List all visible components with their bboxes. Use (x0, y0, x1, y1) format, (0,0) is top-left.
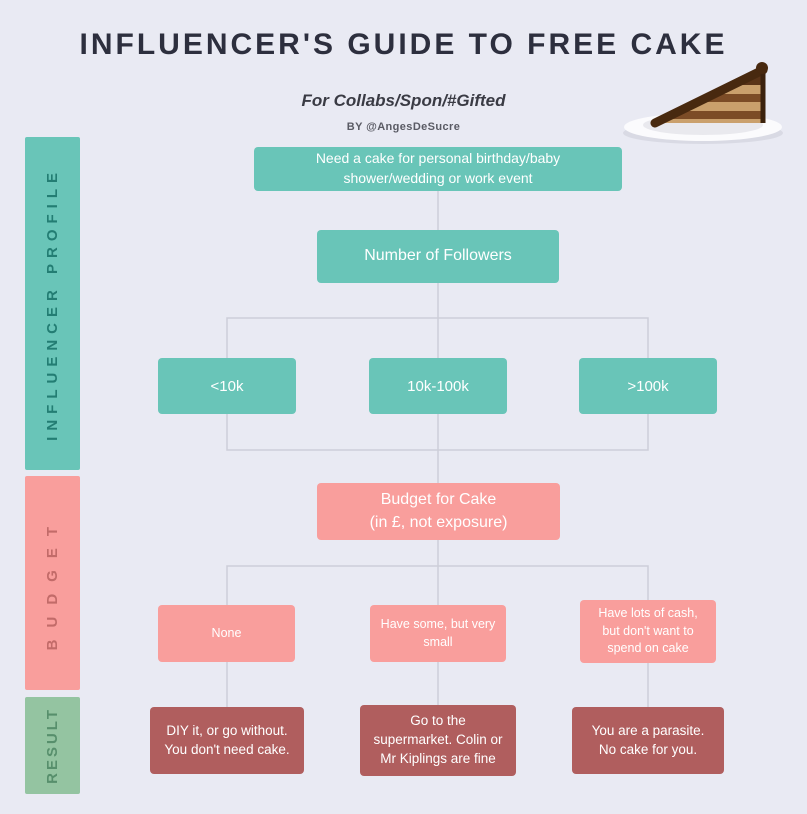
flow-node-budget-question-line2: (in £, not exposure) (369, 513, 508, 531)
sidebar-result-label: Result (44, 707, 61, 784)
sidebar-result: Result (25, 697, 80, 794)
flow-node-budget-small: Have some, but very small (370, 605, 506, 662)
flow-node-followers-lt10k-text: <10k (210, 377, 244, 395)
byline: BY @AngesDeSucre (346, 121, 461, 133)
flow-node-result-supermarket-text: Go to the supermarket. Colin or Mr Kipli… (373, 713, 503, 766)
flow-node-budget-none-text: None (211, 625, 242, 640)
page-title: Influencer's Guide to Free Cake (79, 28, 728, 61)
flow-node-followers-lt10k: <10k (158, 358, 296, 414)
sidebar-budget-label: Budget (44, 515, 61, 651)
sidebar-budget: Budget (25, 476, 80, 690)
flow-node-budget-small-text: Have some, but very small (380, 617, 496, 649)
flow-node-result-supermarket: Go to the supermarket. Colin or Mr Kipli… (360, 705, 516, 776)
flow-node-followers-question: Number of Followers (317, 230, 559, 283)
sidebar-influencer-profile-label: Influencer Profile (44, 166, 61, 441)
flow-node-budget-lots-text: Have lots of cash, but don't want to spe… (598, 606, 698, 656)
flow-node-followers-question-text: Number of Followers (364, 247, 512, 265)
flow-node-budget-question-line1: Budget for Cake (380, 491, 497, 509)
flow-node-followers-gt100k: >100k (579, 358, 717, 414)
flow-node-start: Need a cake for personal birthday/baby s… (254, 147, 622, 191)
flow-node-start-text: Need a cake for personal birthday/baby s… (315, 150, 561, 186)
flow-node-budget-none: None (158, 605, 295, 662)
flow-node-budget-lots: Have lots of cash, but don't want to spe… (580, 600, 716, 663)
flow-node-result-parasite-text: You are a parasite. No cake for you. (591, 722, 705, 757)
flow-node-result-diy-text: DIY it, or go without. You don't need ca… (164, 722, 290, 757)
flow-node-followers-10k-100k-text: 10k-100k (407, 377, 469, 395)
cake-slice-icon (615, 52, 790, 147)
flow-node-followers-gt100k-text: >100k (627, 377, 669, 395)
sidebar-influencer-profile: Influencer Profile (25, 137, 80, 470)
flow-node-result-parasite: You are a parasite. No cake for you. (572, 707, 724, 774)
flow-node-followers-10k-100k: 10k-100k (369, 358, 507, 414)
flow-node-result-diy: DIY it, or go without. You don't need ca… (150, 707, 304, 774)
flow-node-budget-question: Budget for Cake (in £, not exposure) (317, 483, 560, 540)
subtitle: For Collabs/Spon/#Gifted (301, 91, 506, 110)
